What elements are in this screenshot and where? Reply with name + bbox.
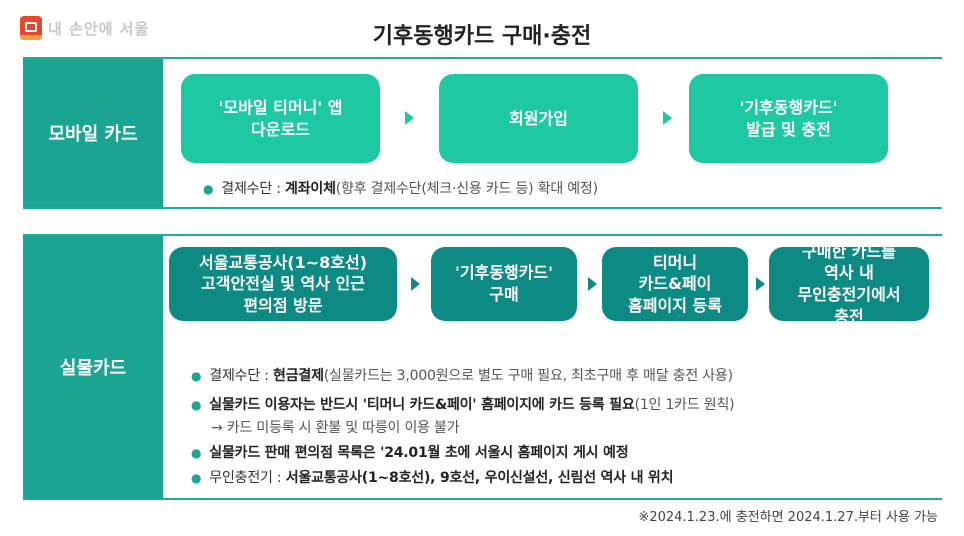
arrow-right-icon bbox=[756, 277, 765, 291]
mobile-step-signup: 회원가입 bbox=[439, 74, 638, 163]
brand-logo: 내 손안에 서울 bbox=[20, 16, 149, 40]
bullet-icon: ● bbox=[191, 471, 202, 485]
bullet-icon: ● bbox=[191, 369, 202, 383]
mobile-payment-note: ●결제수단 : 계좌이체(향후 결제수단(체크·신용 카드 등) 확대 예정) bbox=[203, 181, 598, 197]
physical-payment-note: ●결제수단 : 현금결제(실물카드는 3,000원으로 별도 구매 필요, 최초… bbox=[191, 368, 733, 384]
arrow-right-icon bbox=[405, 111, 414, 125]
physical-step-visit-store: 서울교통공사(1~8호선) 고객안전실 및 역사 인근 편의점 방문 bbox=[169, 247, 397, 321]
bullet-icon: ● bbox=[191, 398, 202, 412]
physical-step-register: 티머니 카드&페이 홈페이지 등록 bbox=[602, 247, 748, 321]
bullet-icon: ● bbox=[203, 182, 214, 196]
arrow-right-icon bbox=[588, 277, 597, 291]
physical-step-purchase: '기후동행카드' 구매 bbox=[431, 247, 577, 321]
mobile-step-download-app: '모바일 티머니' 앱 다운로드 bbox=[181, 74, 380, 163]
mobile-card-label: 모바일 카드 bbox=[23, 59, 163, 207]
physical-refund-note: → 카드 미등록 시 환불 및 따릉이 이용 불가 bbox=[211, 420, 460, 436]
physical-kiosk-note: ●무인충전기 : 서울교통공사(1~8호선), 9호선, 우이신설선, 신림선 … bbox=[191, 470, 674, 486]
mobile-step-issue-charge: '기후동행카드' 발급 및 충전 bbox=[689, 74, 888, 163]
arrow-right-icon bbox=[411, 277, 420, 291]
physical-card-label: 실물카드 bbox=[23, 236, 163, 498]
page-title: 기후동행카드 구매·충전 bbox=[372, 24, 592, 49]
physical-step-charge: 구매한 카드를 역사 내 무인충전기에서 충전 bbox=[769, 242, 929, 326]
arrow-right-icon bbox=[663, 111, 672, 125]
physical-register-note: ●실물카드 이용자는 반드시 '티머니 카드&페이' 홈페이지에 카드 등록 필… bbox=[191, 397, 735, 413]
footnote: ※2024.1.23.에 충전하면 2024.1.27.부터 사용 가능 bbox=[638, 510, 938, 525]
seoul-logo-icon bbox=[20, 16, 42, 40]
physical-store-list-note: ●실물카드 판매 편의점 목록은 '24.01월 초에 서울시 홈페이지 게시 … bbox=[191, 445, 629, 461]
mobile-card-section: 모바일 카드 '모바일 티머니' 앱 다운로드 회원가입 '기후동행카드' 발급… bbox=[23, 57, 942, 209]
logo-text: 내 손안에 서울 bbox=[48, 19, 150, 38]
bullet-icon: ● bbox=[191, 446, 202, 460]
physical-card-section: 실물카드 서울교통공사(1~8호선) 고객안전실 및 역사 인근 편의점 방문 … bbox=[23, 234, 942, 500]
